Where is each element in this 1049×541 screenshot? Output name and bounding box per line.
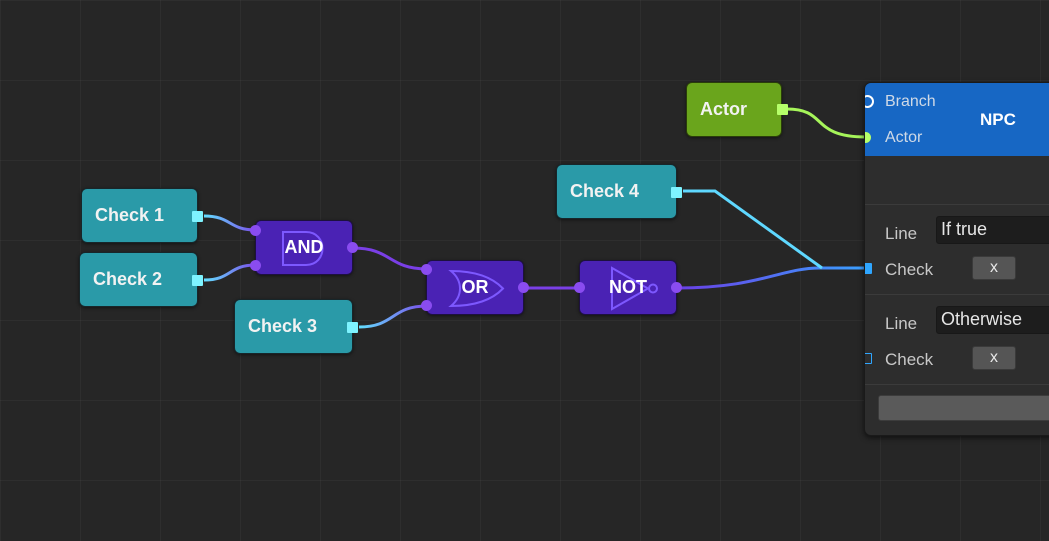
check-node-4[interactable]: Check 4	[556, 164, 682, 219]
line-label: Line	[885, 224, 918, 243]
section-divider	[865, 204, 1049, 205]
not-gate-node[interactable]: NOT	[579, 260, 677, 315]
check-node-2[interactable]: Check 2	[79, 252, 203, 307]
output-port[interactable]	[671, 187, 682, 198]
line-input-if-true[interactable]: If true	[936, 216, 1049, 244]
wire-check2-and	[203, 263, 257, 282]
wire-not-npc	[676, 266, 866, 290]
check-node-label: Check 2	[93, 269, 163, 289]
wire-check1-and	[203, 214, 257, 232]
not-gate-label: NOT	[609, 277, 647, 297]
not-gate-icon	[611, 266, 658, 311]
output-port[interactable]	[347, 322, 358, 333]
check-input-port-connected[interactable]	[865, 263, 872, 274]
check-node-1[interactable]: Check 1	[81, 188, 203, 243]
wire-actor-npc	[786, 107, 867, 139]
actor-node[interactable]: Actor	[686, 82, 788, 137]
check-label: Check	[885, 350, 934, 369]
or-gate-icon	[448, 269, 505, 308]
and-output-port[interactable]	[347, 242, 358, 253]
check-label: Check	[885, 260, 934, 279]
actor-node-label: Actor	[700, 99, 748, 119]
line-input-otherwise[interactable]: Otherwise	[936, 306, 1049, 334]
and-gate-node[interactable]: AND	[255, 220, 353, 275]
wire-check4-npc	[683, 189, 823, 270]
remove-branch-button[interactable]: x	[972, 256, 1016, 280]
npc-node-title: NPC	[980, 110, 1016, 129]
and-input-port-b[interactable]	[250, 260, 261, 271]
output-port[interactable]	[192, 275, 203, 286]
wire-and-or	[352, 246, 428, 271]
not-input-port[interactable]	[574, 282, 585, 293]
not-output-port[interactable]	[671, 282, 682, 293]
section-divider	[865, 384, 1049, 385]
wire-check3-or	[358, 304, 428, 329]
section-divider	[865, 294, 1049, 295]
check-node-3[interactable]: Check 3	[234, 299, 358, 354]
and-gate-icon	[282, 231, 324, 266]
actor-output-port[interactable]	[777, 104, 788, 115]
actor-port-label: Actor	[885, 129, 923, 146]
npc-node-header[interactable]: Branch Actor NPC	[865, 83, 1049, 156]
and-gate-label: AND	[284, 237, 324, 257]
output-port[interactable]	[192, 211, 203, 222]
remove-branch-button[interactable]: x	[972, 346, 1016, 370]
check-node-label: Check 4	[570, 181, 640, 201]
check-input-port-empty[interactable]	[865, 353, 872, 364]
or-input-port-b[interactable]	[421, 300, 432, 311]
branch-port-label: Branch	[885, 93, 936, 110]
check-node-label: Check 3	[248, 316, 318, 336]
or-gate-node[interactable]: OR	[426, 260, 524, 315]
check-node-label: Check 1	[95, 205, 165, 225]
branch-input-port[interactable]	[865, 95, 874, 108]
or-gate-label: OR	[461, 277, 489, 297]
or-input-port-a[interactable]	[421, 264, 432, 275]
npc-node-panel[interactable]: Branch Actor NPC Line If true Check x Li…	[864, 82, 1049, 436]
line-label: Line	[885, 314, 918, 333]
and-input-port-a[interactable]	[250, 225, 261, 236]
add-branch-button[interactable]	[878, 395, 1049, 421]
actor-input-port[interactable]	[865, 132, 871, 143]
or-output-port[interactable]	[518, 282, 529, 293]
